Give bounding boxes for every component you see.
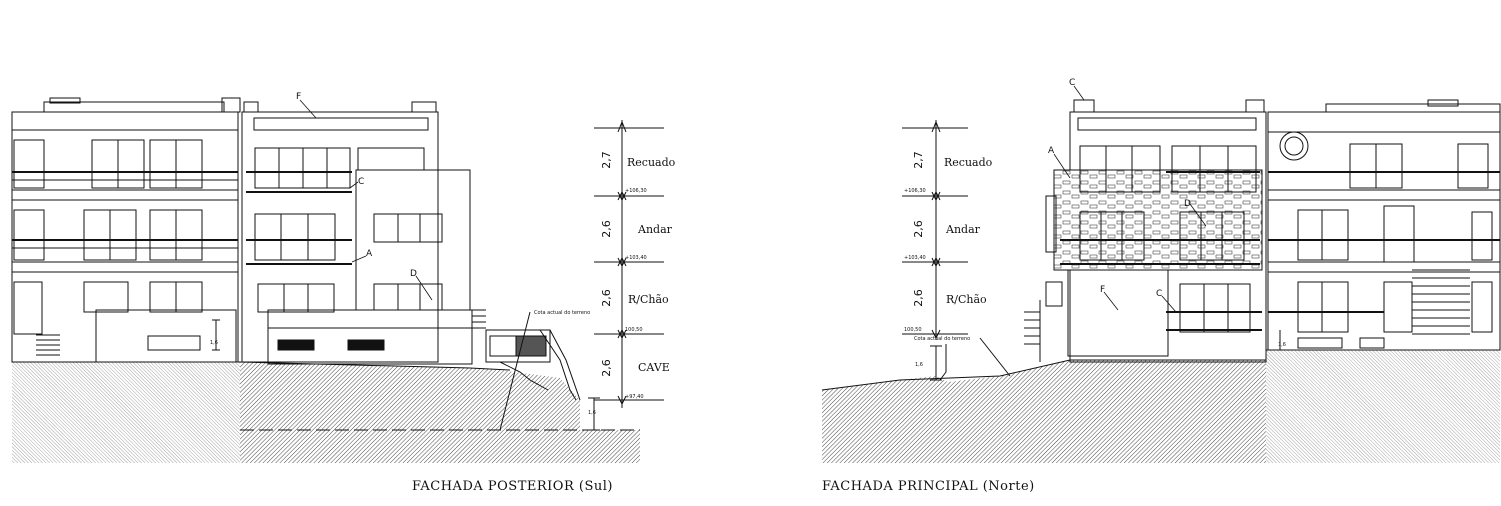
level-rchao-right: R/Chão — [946, 293, 987, 306]
level-andar-left: Andar — [637, 223, 673, 236]
rear-levels — [594, 120, 664, 408]
front-levels — [902, 120, 968, 340]
height-cave-left: 2,6 — [600, 359, 613, 377]
level-rchao-left: R/Chão — [628, 293, 669, 306]
height-andar-left: 2,6 — [600, 220, 613, 238]
elev-basement-left: +97,40 — [625, 394, 644, 400]
marker-a-left: A — [366, 249, 373, 259]
wall-height-right-1: 1,6 — [915, 362, 923, 368]
height-recuado-right: 2,7 — [912, 151, 925, 169]
elev-ground-right: 100,50 — [904, 327, 922, 333]
wall-height-left-1: 1,6 — [210, 340, 218, 346]
level-cave-left: CAVE — [638, 361, 670, 374]
front-elevation-caption: FACHADA PRINCIPAL (Norte) — [822, 479, 1035, 494]
elev-top-left: +106,30 — [625, 188, 647, 194]
marker-d-right: D — [1184, 199, 1191, 209]
wall-height-right-2: 1,6 — [1278, 342, 1286, 348]
elev-ground-left: 100,50 — [625, 327, 643, 333]
marker-f-left: F — [296, 92, 301, 102]
wall-height-left-2: 1,6 — [588, 410, 596, 416]
marker-c-left: C — [358, 177, 364, 187]
level-andar-right: Andar — [945, 223, 981, 236]
elev-first-right: +103,40 — [904, 255, 926, 261]
rear-elevation — [11, 97, 640, 463]
marker-c-right: C — [1156, 289, 1162, 299]
elev-first-left: +103,40 — [625, 255, 647, 261]
height-recuado-left: 2,7 — [600, 151, 613, 169]
front-markers — [1053, 85, 1207, 313]
ground-center — [240, 362, 640, 463]
level-recuado-left: Recuado — [627, 156, 676, 169]
rear-elevation-caption: FACHADA POSTERIOR (Sul) — [412, 479, 613, 494]
height-rchao-left: 2,6 — [600, 289, 613, 307]
terrain-note-left: Cota actual do terreno — [534, 310, 590, 316]
marker-c-right-top: C — [1069, 78, 1075, 88]
ground-front — [822, 360, 1266, 463]
height-andar-right: 2,6 — [912, 220, 925, 238]
height-rchao-right: 2,6 — [912, 289, 925, 307]
marker-a-right: A — [1048, 146, 1055, 156]
terrain-note-right: Cota actual do terreno — [914, 336, 970, 342]
ground-right — [1266, 350, 1500, 463]
marker-f-right: F — [1100, 285, 1105, 295]
ground-left — [12, 362, 240, 463]
level-recuado-right: Recuado — [944, 156, 993, 169]
elev-top-right: +106,30 — [904, 188, 926, 194]
rear-markers — [299, 99, 433, 301]
marker-d-left: D — [410, 269, 417, 279]
front-elevation — [821, 99, 1501, 463]
